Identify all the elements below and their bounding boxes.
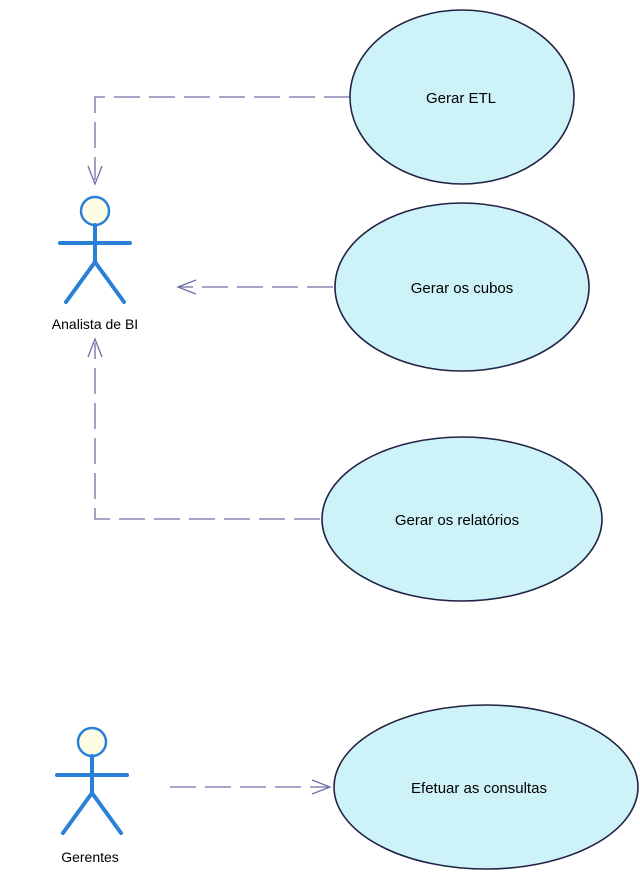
use-case-gerar-etl[interactable]: Gerar ETL bbox=[349, 9, 575, 185]
stick-figure-icon bbox=[55, 726, 129, 835]
stick-figure-icon bbox=[58, 195, 132, 304]
dependency-gerar-relatorios-to-analista bbox=[87, 337, 320, 520]
use-case-label: Efetuar as consultas bbox=[411, 780, 547, 797]
use-case-gerar-cubos[interactable]: Gerar os cubos bbox=[334, 202, 590, 372]
actor-analista-de-bi[interactable]: Analista de BI bbox=[52, 195, 138, 332]
use-case-label: Gerar os relatórios bbox=[395, 512, 519, 529]
use-case-label: Gerar os cubos bbox=[411, 280, 514, 297]
use-case-label: Gerar ETL bbox=[426, 90, 496, 107]
actor-gerentes[interactable]: Gerentes bbox=[55, 726, 129, 865]
actor-label-analista: Analista de BI bbox=[52, 316, 138, 332]
dependency-gerar-cubos-to-analista bbox=[176, 279, 333, 295]
actor-label-gerentes: Gerentes bbox=[61, 849, 119, 865]
dependency-gerentes-to-efetuar-consultas bbox=[170, 779, 332, 795]
use-case-efetuar-consultas[interactable]: Efetuar as consultas bbox=[333, 704, 639, 870]
use-case-gerar-relatorios[interactable]: Gerar os relatórios bbox=[321, 436, 603, 602]
dependency-gerar-etl-to-analista bbox=[87, 96, 350, 186]
